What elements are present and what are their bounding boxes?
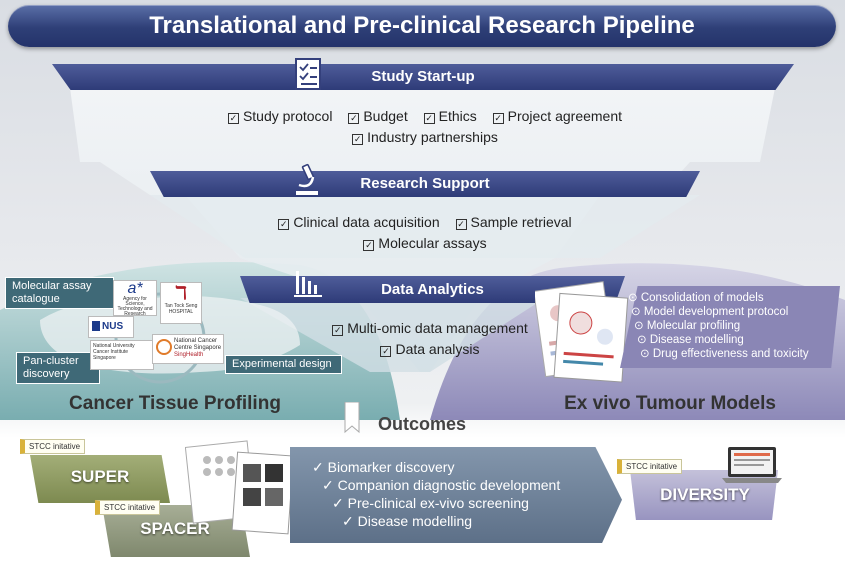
checkbox-icon: ✓ [455,219,467,230]
checkbox-icon: ✓ [363,240,375,251]
data-analytics-items: ✓Multi-omic data management ✓Data analys… [290,318,570,360]
checkbox-icon: ✓ [332,325,344,336]
tumour-model-figures [535,281,629,383]
check-item: ✓Multi-omic data management [332,320,528,336]
bookmark-icon [344,402,360,434]
check-item: ✓Sample retrieval [455,214,572,230]
tag-experimental-design: Experimental design [225,355,342,374]
check-item: ✓Clinical data acquisition [278,214,440,230]
cancer-tissue-title: Cancer Tissue Profiling [69,393,281,414]
super-stcc-tag: STCC initative [20,436,86,454]
exvivo-item: ⊙ Disease modelling [637,334,744,346]
funnel-mid [150,195,700,258]
spacer-title: SPACER [140,519,210,538]
stage-label: Study Start-up [371,68,475,85]
checkbox-icon: ✓ [278,219,290,230]
exvivo-item: ⊙ Drug effectiveness and toxicity [640,348,809,360]
checklist-icon [295,58,321,90]
nccs-logo: National Cancer Centre Singapore SingHea… [152,334,224,364]
check-item: ✓Molecular assays [363,235,487,251]
exvivo-title: Ex vivo Tumour Models [564,393,776,414]
exvivo-item: ⊙ Consolidation of models [628,292,764,304]
outcome-item: ✓ Companion diagnostic development [322,477,561,493]
outcomes-list: ✓ Biomarker discovery ✓ Companion diagno… [312,458,560,530]
super-panel [30,455,170,503]
checkbox-icon: ✓ [492,113,504,124]
check-item: ✓Industry partnerships [352,129,498,145]
outcome-item: ✓ Pre-clinical ex-vivo screening [332,495,529,511]
ncis-logo: National University Cancer Institute Sin… [90,340,154,370]
stage-band-research-support: Research Support [150,171,700,197]
outcome-figures [185,440,294,535]
super-title: SUPER [70,467,130,486]
check-item: ✓Study protocol [227,108,333,124]
exvivo-list: ⊙ Consolidation of models ⊙ Model develo… [628,291,809,361]
checkbox-icon: ✓ [348,113,360,124]
exvivo-item: ⊙ Molecular profiling [634,320,741,332]
laptop-icon [722,447,782,483]
checkbox-icon: ✓ [423,113,435,124]
nus-logo: NUS [88,316,134,338]
tag-pan-cluster: Pan-cluster discovery [16,352,100,384]
diversity-stcc-tag: STCC initative [617,456,683,474]
microscope-icon [296,163,318,195]
outcome-item: ✓ Biomarker discovery [312,459,455,475]
check-item: ✓Ethics [423,108,477,124]
page-title: Translational and Pre-clinical Research … [8,5,836,47]
exvivo-item: ⊙ Model development protocol [631,306,789,318]
funnel-tip [240,298,545,372]
outcomes-list-panel [290,447,622,543]
study-startup-items: ✓Study protocol ✓Budget ✓Ethics ✓Project… [120,106,730,148]
check-item: ✓Data analysis [380,341,480,357]
ttsh-logo: ℸ Tan Tock Seng HOSPITAL [160,282,202,324]
spacer-stcc-tag: STCC initative [95,497,161,515]
stage-label: Research Support [360,175,490,192]
checkbox-icon: ✓ [352,134,364,145]
astar-logo: a* Agency for Science, Technology and Re… [113,280,157,317]
stage-label: Data Analytics [381,281,484,298]
outcome-item: ✓ Disease modelling [342,513,473,529]
outcomes-label: Outcomes [378,414,467,434]
diversity-title: DIVERSITY [660,485,750,504]
check-item: ✓Project agreement [492,108,623,124]
exvivo-list-panel [620,286,840,368]
stage-band-study-startup: Study Start-up [52,64,794,90]
checkbox-icon: ✓ [227,113,239,124]
check-item: ✓Budget [348,108,408,124]
tag-molecular-assay: Molecular assay catalogue [5,277,114,309]
research-support-items: ✓Clinical data acquisition ✓Sample retri… [200,212,650,254]
checkbox-icon: ✓ [380,346,392,357]
bar-chart-icon [294,271,322,297]
